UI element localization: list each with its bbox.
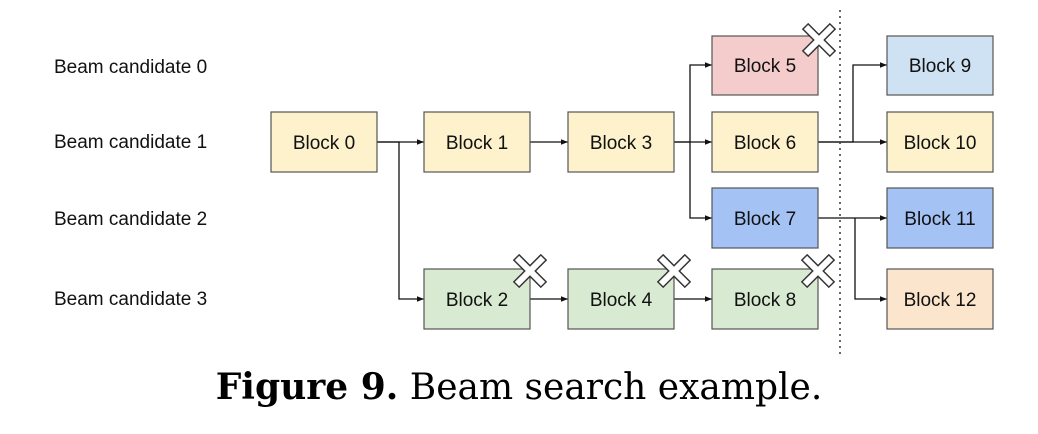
row-label-beam-candidate-1: Beam candidate 1 (54, 132, 207, 153)
block-11-box (886, 187, 994, 249)
block-9-label: Block 9 (909, 56, 971, 77)
block-7: Block 7 (711, 187, 819, 249)
block-1: Block 1 (423, 111, 531, 173)
prune-marks (512, 22, 837, 289)
block-12-label: Block 12 (904, 290, 977, 311)
edge-block6-block9 (818, 62, 887, 143)
block-8: Block 8 (711, 268, 819, 330)
block-3-label: Block 3 (590, 133, 652, 154)
block-0: Block 0 (270, 111, 378, 173)
block-0-label: Block 0 (293, 133, 355, 154)
block-0-box (270, 111, 378, 173)
block-4-box (567, 268, 675, 330)
caption-text: Beam search example. (409, 367, 823, 408)
prune-x-icon (800, 253, 836, 289)
edge-block3-block5 (674, 62, 712, 143)
block-8-label: Block 8 (734, 290, 796, 311)
block-5-box (711, 35, 819, 96)
block-2-label: Block 2 (446, 290, 508, 311)
block-11: Block 11 (886, 187, 994, 249)
block-5-label: Block 5 (734, 56, 796, 77)
edge-block0-block2 (377, 141, 424, 302)
edge-block7-block12 (854, 218, 887, 302)
row-label-beam-candidate-2: Beam candidate 2 (54, 209, 207, 230)
block-4: Block 4 (567, 268, 675, 330)
block-10-label: Block 10 (904, 133, 977, 154)
block-2-box (423, 268, 531, 330)
block-12-box (886, 268, 994, 330)
block-10: Block 10 (886, 111, 994, 173)
block-1-box (423, 111, 531, 173)
row-label-beam-candidate-0: Beam candidate 0 (54, 57, 207, 78)
prune-x-icon (656, 253, 692, 289)
block-6: Block 6 (711, 111, 819, 173)
block-3: Block 3 (567, 111, 675, 173)
block-6-label: Block 6 (734, 133, 796, 154)
figure-caption: Figure 9. Beam search example. (0, 366, 1038, 408)
caption-label: Figure 9. (215, 366, 399, 408)
block-12: Block 12 (886, 268, 994, 330)
edge-block3-block7 (689, 142, 712, 221)
block-7-box (711, 187, 819, 249)
block-6-box (711, 111, 819, 173)
block-10-box (886, 111, 994, 173)
block-8-box (711, 268, 819, 330)
prune-x-icon (801, 22, 837, 58)
block-9-box (886, 35, 994, 96)
row-label-beam-candidate-3: Beam candidate 3 (54, 289, 207, 310)
block-4-label: Block 4 (590, 290, 653, 311)
blocks: Block 0 Block 1 Block 3 Block 5 Block 6 … (270, 35, 994, 330)
block-9: Block 9 (886, 35, 994, 96)
block-1-label: Block 1 (446, 133, 508, 154)
row-labels: Beam candidate 0 Beam candidate 1 Beam c… (54, 57, 207, 310)
block-7-label: Block 7 (734, 209, 796, 230)
connectors (377, 62, 887, 302)
block-3-box (567, 111, 675, 173)
block-11-label: Block 11 (904, 209, 975, 230)
block-2: Block 2 (423, 268, 531, 330)
prune-x-icon (512, 253, 548, 289)
block-5: Block 5 (711, 35, 819, 96)
